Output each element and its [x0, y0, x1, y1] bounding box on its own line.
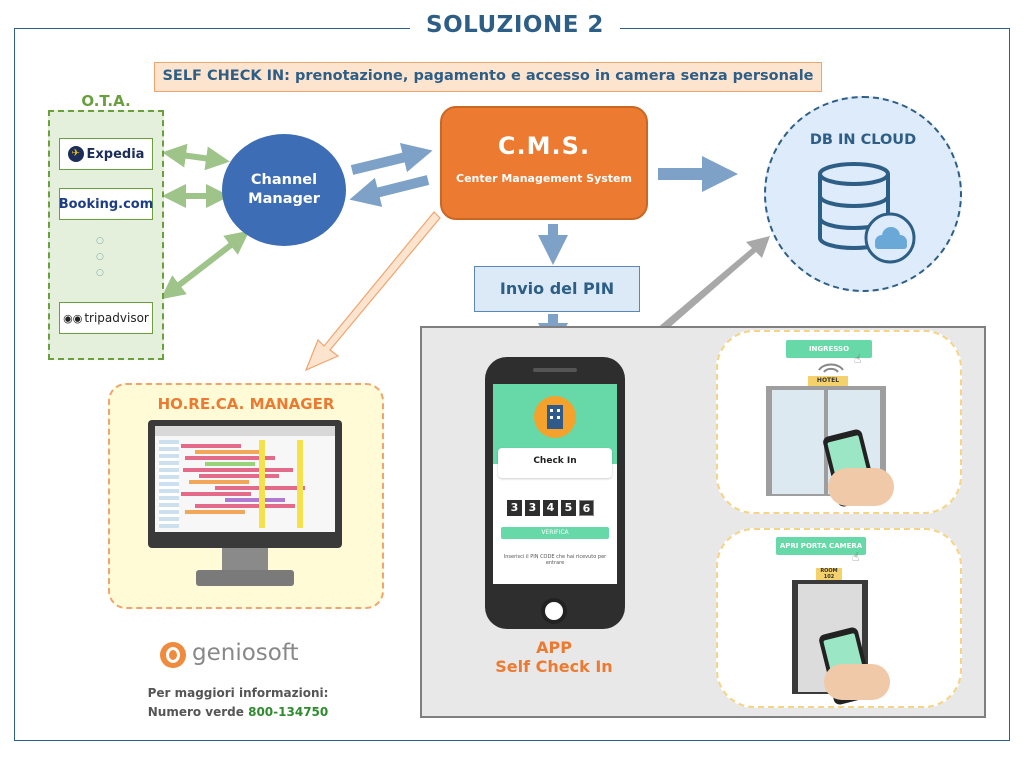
- main-title: SOLUZIONE 2: [410, 12, 620, 38]
- contact-info: Per maggiori informazioni: Numero verde …: [128, 684, 348, 722]
- hand-top: [828, 468, 894, 506]
- pin-digits: 3 3 4 5 6: [507, 500, 594, 516]
- arrow-expedia-channel: [162, 143, 230, 171]
- pin-digit[interactable]: 3: [507, 500, 522, 516]
- entrance-door-left: [772, 390, 824, 494]
- app-title-line1: APP: [536, 638, 572, 657]
- ota-more-dot: ○: [96, 268, 104, 278]
- channel-manager-line1: Channel: [250, 172, 318, 188]
- phone-speaker: [533, 368, 577, 372]
- room-door-label: APRI PORTA CAMERA: [776, 537, 866, 555]
- toll-free-number: 800-134750: [248, 705, 329, 719]
- channel-manager-node: Channel Manager: [222, 134, 346, 246]
- info-line1: Per maggiori informazioni:: [147, 686, 329, 700]
- hotel-building-icon: [534, 396, 576, 438]
- wifi-icon: [818, 363, 844, 373]
- ota-more-dot: ○: [96, 236, 104, 246]
- room-sign: ROOM 102: [816, 568, 842, 580]
- app-title-line2: Self Check In: [495, 657, 613, 676]
- tap-hand-icon: ☝: [854, 352, 862, 366]
- app-title: APP Self Check In: [484, 638, 624, 676]
- ota-more-dot: ○: [96, 252, 104, 262]
- cms-title: C.M.S.: [497, 132, 591, 160]
- monitor-stand: [222, 548, 268, 572]
- owl-icon: ◉◉: [63, 311, 83, 325]
- main-entrance-label: INGRESSO PRINCIPALE: [786, 340, 872, 371]
- tripadvisor-logo: ◉◉ tripadvisor: [59, 302, 153, 334]
- cloud-icon: [875, 227, 907, 249]
- expedia-plane-icon: ✈: [67, 146, 84, 162]
- arrow-cms-to-channel: [349, 175, 430, 207]
- software-screenshot: [155, 426, 335, 532]
- pin-instructions: Inserisci il PIN CODE che hai ricevuto p…: [503, 554, 607, 566]
- geniosoft-logo-icon: [160, 642, 186, 668]
- booking-logo: Booking.com: [59, 188, 153, 220]
- db-title: DB IN CLOUD: [809, 132, 917, 148]
- database-icon: [818, 162, 916, 264]
- tap-hand-icon: ☝: [852, 550, 860, 564]
- hotel-sign: HOTEL: [808, 376, 848, 386]
- db-cloud-node: [764, 96, 962, 292]
- pin-digit[interactable]: 5: [561, 500, 576, 516]
- verify-button[interactable]: VERIFICA: [501, 527, 609, 539]
- channel-manager-line2: Manager: [248, 191, 320, 207]
- info-line2-prefix: Numero verde: [147, 705, 244, 719]
- ota-title: O.T.A.: [81, 92, 131, 110]
- cms-subtitle: Center Management System: [456, 172, 632, 185]
- horeca-title: HO.RE.CA. MANAGER: [157, 395, 335, 413]
- checkin-card-title: Check In: [498, 448, 612, 478]
- cms-node: C.M.S. Center Management System: [440, 106, 648, 220]
- hand-bottom: [824, 664, 890, 700]
- expedia-logo: ✈ Expedia: [59, 138, 153, 170]
- arrow-cms-to-horeca: [304, 211, 441, 372]
- info-line2: Numero verde 800-134750: [128, 703, 348, 722]
- pin-sending-box: Invio del PIN: [474, 266, 640, 312]
- pin-digit[interactable]: 4: [543, 500, 558, 516]
- arrow-tripadvisor-channel: [160, 230, 250, 300]
- geniosoft-logo: geniosoft: [192, 640, 299, 666]
- pin-digit[interactable]: 6: [579, 500, 594, 516]
- monitor-base: [196, 570, 294, 586]
- arrow-channel-to-cms: [350, 142, 433, 175]
- pin-digit[interactable]: 3: [525, 500, 540, 516]
- subtitle-banner: SELF CHECK IN: prenotazione, pagamento e…: [154, 62, 822, 92]
- phone-home-button: [541, 598, 567, 624]
